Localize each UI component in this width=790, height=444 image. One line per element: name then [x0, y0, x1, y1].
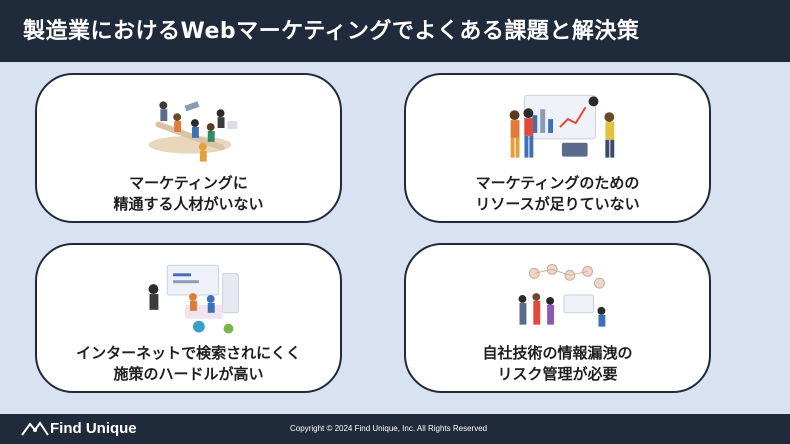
challenge-card-search: インターネットで検索されにくく 施策のハードルが高い	[35, 243, 342, 393]
card-4-line-1: 自社技術の情報漏洩の	[482, 344, 633, 362]
card-3-line-2: 施策のハードルが高い	[113, 365, 264, 383]
challenge-card-talent: マーケティングに 精通する人材がいない	[35, 73, 342, 223]
card-1-line-2: 精通する人材がいない	[113, 195, 264, 213]
card-1-line-1: マーケティングに	[129, 174, 248, 192]
challenge-card-resources: マーケティングのための リソースが足りていない	[404, 73, 711, 223]
card-4-line-2: リスク管理が必要	[497, 365, 618, 383]
card-3-line-1: インターネットで検索されにくく	[76, 344, 301, 362]
analytics-team-illustration	[509, 94, 615, 158]
find-unique-logo-icon	[21, 421, 49, 436]
challenge-card-security: 自社技術の情報漏洩の リスク管理が必要	[404, 243, 711, 393]
card-2-line-1: マーケティングのための	[475, 174, 640, 192]
card-2-line-2: リソースが足りていない	[475, 195, 640, 213]
brand-name: Find Unique	[50, 420, 137, 437]
team-meeting-illustration	[148, 101, 238, 162]
digital-office-illustration	[148, 264, 239, 334]
information-security-illustration	[518, 263, 606, 327]
copyright-text: Copyright © 2024 Find Unique, Inc. All R…	[290, 424, 488, 433]
footer-bar: Find Unique Copyright © 2024 Find Unique…	[0, 414, 790, 444]
header-bar: 製造業におけるWebマーケティングでよくある課題と解決策	[0, 0, 790, 62]
page-title: 製造業におけるWebマーケティングでよくある課題と解決策	[23, 19, 640, 44]
